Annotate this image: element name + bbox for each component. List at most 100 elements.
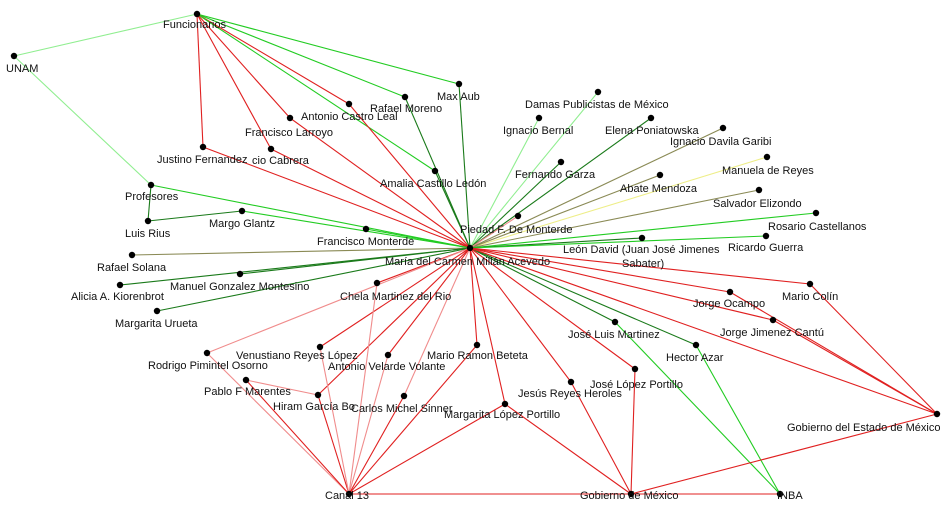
node-davila [719, 124, 727, 132]
node-label-inba: INBA [777, 490, 803, 502]
node-label-rcastellanos: Rosario Castellanos [768, 221, 867, 233]
node-label-unam: UNAM [6, 63, 38, 75]
node-jlportillo [631, 365, 639, 373]
edge-pmarentes-canal13 [245, 379, 350, 495]
node-label-pimintel: Rodrigo Pimintel Osorno [148, 360, 268, 372]
node-maria [466, 244, 474, 252]
node-label-urueta: Margarita Urueta [115, 318, 198, 330]
node-maxaub [455, 80, 463, 88]
node-ibernal [535, 114, 543, 122]
edge-solana-maria [131, 247, 471, 256]
node-label-leondavid: León David (Juan José Jimenes [563, 244, 720, 256]
edge-glantz-maria [241, 210, 471, 249]
node-label-cabrera: cio Cabrera [252, 155, 310, 167]
edge-davila-maria [469, 127, 724, 249]
node-label-davila: Ignacio Davila Garibi [670, 136, 772, 148]
edge-jlportillo-maria [469, 247, 636, 370]
edge-jlportillo-gmexico [630, 368, 636, 495]
node-gestado [933, 410, 941, 418]
edge-vreyes-maria [319, 247, 471, 348]
node-gonzalez [236, 270, 244, 278]
edge-castroleal-maria [348, 103, 471, 249]
node-label-ibernal: Ignacio Bernal [503, 125, 573, 137]
node-avelarde [384, 351, 392, 359]
edge-jocampo-maria [469, 247, 731, 293]
edge-hgarcia-maria [317, 247, 471, 396]
node-label-mreyes: Manuela de Reyes [722, 165, 814, 177]
node-label-kiorenbrot: Alicia A. Kiorenbrot [71, 291, 164, 303]
edge-jreyesh-gmexico [570, 381, 632, 495]
node-mbeteta [473, 341, 481, 349]
node-jreyesh [567, 378, 575, 386]
edge-funcionarios-maxaub [196, 13, 460, 85]
edge-mlportillo-maria [469, 247, 506, 405]
node-label-rguerra: Ricardo Guerra [728, 242, 804, 254]
edge-damas-maria [469, 91, 599, 249]
edge-funcionarios-justino [196, 13, 204, 148]
node-label-leondavid-line2: Sabater) [622, 258, 664, 270]
node-label-piedad: Piedad F. De Monterde [460, 224, 573, 236]
node-luisrius [144, 217, 152, 225]
node-label-jreyesh: Jesús Reyes Heroles [518, 388, 622, 400]
edge-kiorenbrot-maria [119, 247, 471, 286]
node-mlportillo [501, 400, 509, 408]
node-label-gmexico: Gobierno de México [580, 490, 678, 502]
edge-justino-maria [202, 146, 471, 249]
edge-mcolin-maria [469, 247, 811, 285]
node-label-funcionarios: Funcionarios [163, 19, 226, 31]
node-funcionarios [193, 10, 201, 18]
edge-pimintel-canal13 [206, 352, 350, 495]
node-chela [373, 279, 381, 287]
node-label-damas: Damas Publicistas de México [525, 99, 669, 111]
edge-larroyo-maria [289, 117, 471, 249]
edge-hazar-maria [469, 247, 697, 346]
node-jjimenez [769, 316, 777, 324]
node-label-canal13: Canal 13 [325, 490, 369, 502]
node-label-hazar: Hector Azar [666, 352, 724, 364]
edge-profesores-luisrius [147, 184, 152, 222]
node-larroyo [286, 114, 294, 122]
node-rafaelmoreno [401, 93, 409, 101]
node-solana [128, 251, 136, 259]
node-mreyes [763, 153, 771, 161]
node-label-rafaelmoreno: Rafael Moreno [370, 103, 442, 115]
node-label-avelarde: Antonio Velarde Volante [328, 361, 445, 373]
edge-funcionarios-amalia [196, 13, 436, 172]
node-kiorenbrot [116, 281, 124, 289]
edge-profesores-maria [150, 184, 471, 249]
edge-fmonterde-maria [365, 228, 471, 249]
node-inba [776, 490, 784, 498]
node-label-larroyo: Francisco Larroyo [245, 127, 333, 139]
node-layer [10, 10, 941, 498]
edge-pmarentes-hgarcia [245, 379, 319, 396]
node-csinner [400, 392, 408, 400]
edge-funcionarios-cabrera [196, 13, 272, 150]
edge-mlportillo-canal13 [348, 403, 506, 495]
node-pmarentes [242, 376, 250, 384]
node-poniatowska [647, 114, 655, 122]
node-canal13 [345, 490, 353, 498]
edge-jjimenez-maria [469, 247, 774, 321]
node-urueta [153, 307, 161, 315]
node-label-jlmartinez: José Luis Martinez [568, 329, 660, 341]
edge-avelarde-canal13 [348, 354, 389, 495]
node-label-gestado: Gobierno del Estado de México [787, 422, 940, 434]
node-label-maria: María del Carmen Millán Acevedo [385, 256, 550, 268]
edge-jlmartinez-maria [469, 247, 616, 323]
node-profesores [147, 181, 155, 189]
node-label-maxaub: Max Aub [437, 91, 480, 103]
edge-csinner-canal13 [348, 395, 405, 495]
edge-ibernal-maria [469, 117, 540, 249]
edge-maxaub-maria [458, 83, 471, 249]
edge-abate-maria [469, 174, 661, 249]
edge-hazar-inba [695, 344, 781, 495]
edge-chela-canal13 [348, 282, 378, 495]
edge-jjimenez-gestado [772, 319, 938, 415]
edge-mcolin-gestado [809, 283, 938, 415]
node-label-solana: Rafael Solana [97, 262, 167, 274]
edge-unam-profesores [13, 55, 152, 186]
node-jlmartinez [611, 318, 619, 326]
edge-mreyes-maria [469, 156, 768, 249]
node-label-amalia: Amalia Castillo Ledón [380, 178, 486, 190]
node-rcastellanos [812, 209, 820, 217]
